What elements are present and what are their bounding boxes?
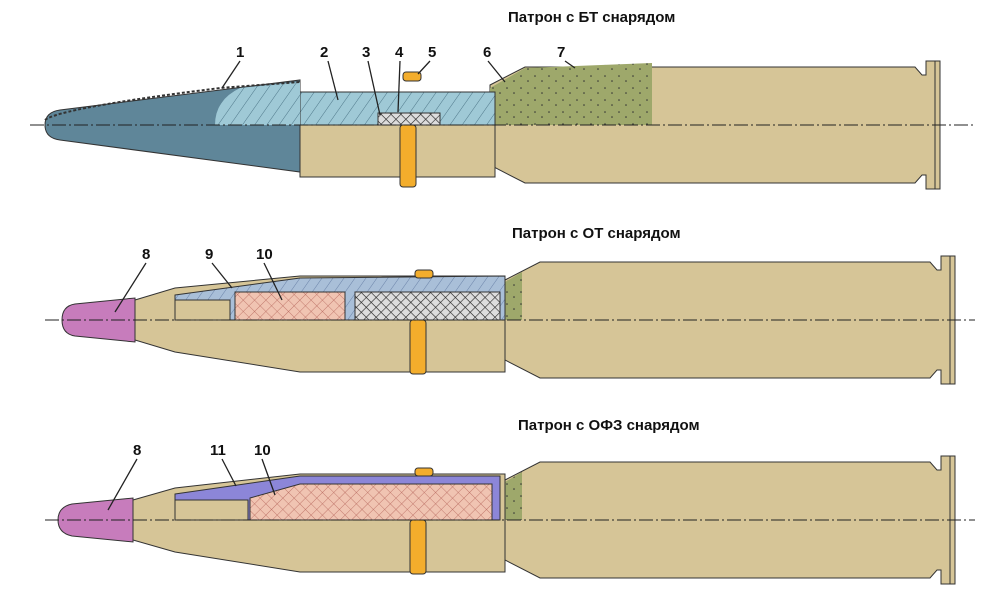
svg-text:10: 10 [256, 246, 273, 263]
svg-text:3: 3 [362, 44, 370, 61]
tracer [377, 112, 441, 126]
svg-text:5: 5 [428, 44, 436, 61]
svg-text:10: 10 [254, 442, 271, 459]
svg-text:9: 9 [205, 246, 213, 263]
svg-text:8: 8 [142, 246, 150, 263]
callouts: 1 2 3 4 5 6 7 [221, 44, 576, 116]
cartridge-bt: Патрон с БТ снарядом 1 2 3 4 5 6 [30, 9, 975, 190]
cartridge-ot: Патрон с ОТ снарядом 8 9 10 [45, 225, 975, 385]
svg-text:1: 1 [236, 44, 244, 61]
cartridge-title: Патрон с ОТ снарядом [512, 225, 681, 242]
svg-text:7: 7 [557, 44, 565, 61]
cartridge-title: Патрон с ОФЗ снарядом [518, 417, 700, 434]
svg-text:6: 6 [483, 44, 491, 61]
cartridge-ofz: Патрон с ОФЗ снарядом 8 11 10 [45, 417, 975, 585]
explosive-charge [249, 483, 493, 521]
cartridge-title: Патрон с БТ снарядом [508, 9, 675, 26]
svg-text:4: 4 [395, 44, 404, 61]
svg-text:2: 2 [320, 44, 328, 61]
driving-band [409, 519, 427, 575]
explosive-charge [234, 291, 346, 321]
powder-charge [490, 63, 652, 125]
driving-band [409, 319, 427, 375]
driving-band [399, 124, 417, 188]
tracer-composition [354, 291, 501, 321]
svg-text:8: 8 [133, 442, 141, 459]
callouts: 8 9 10 [114, 246, 283, 313]
svg-text:11: 11 [210, 442, 226, 459]
callouts: 8 11 10 [107, 442, 276, 511]
